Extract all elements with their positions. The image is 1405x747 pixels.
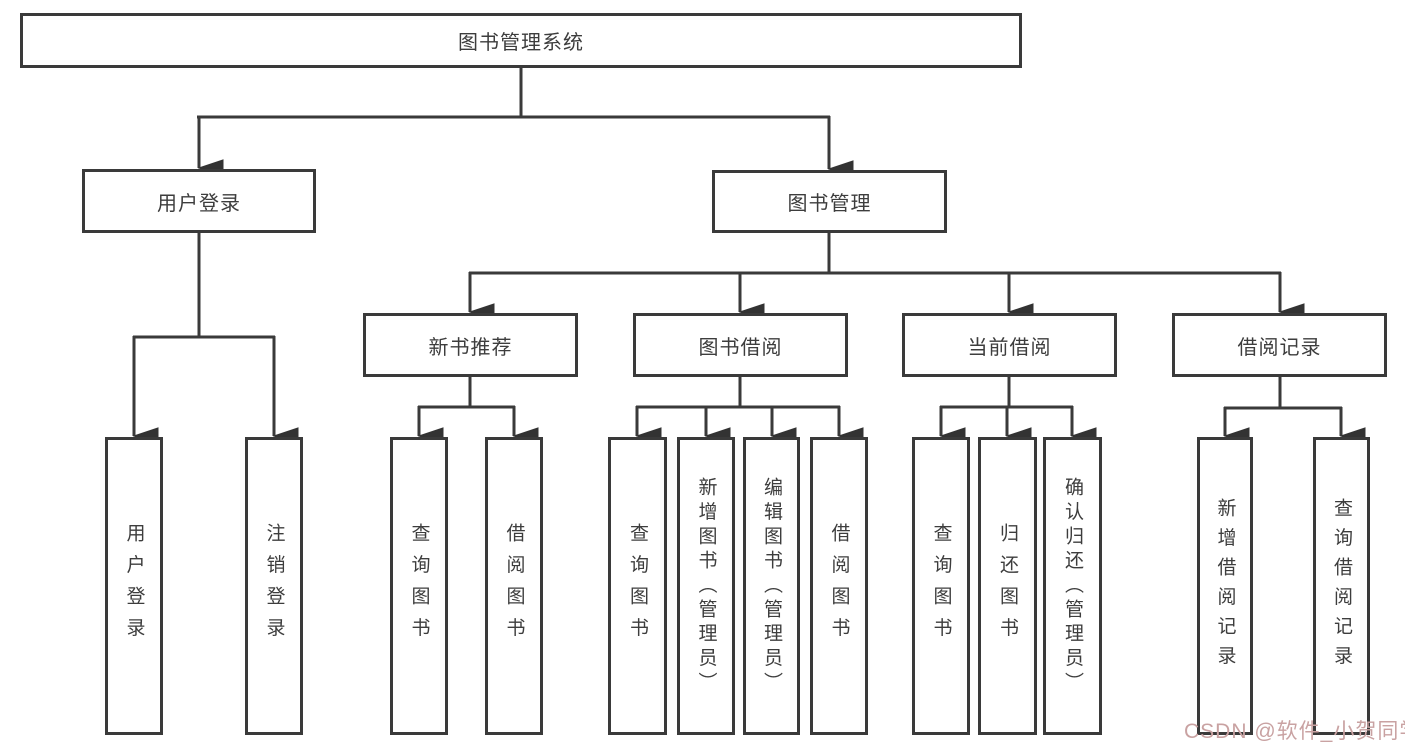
leaf-borrow-books-borrowing: 借阅图书: [810, 437, 868, 735]
leaf-add-books-admin: 新增图书（管理员）: [677, 437, 735, 735]
leaf-borrow-books-recommendation: 借阅图书: [485, 437, 543, 735]
leaf-query-borrow-record-label: 查询借阅记录: [1331, 497, 1352, 675]
leaf-user-login: 用户登录: [105, 437, 163, 735]
leaf-query-books-borrowing: 查询图书: [608, 437, 667, 735]
leaf-borrow-books-recommendation-label: 借阅图书: [503, 523, 525, 649]
node-user-login: 用户登录: [82, 169, 316, 233]
node-root-label: 图书管理系统: [458, 32, 584, 54]
node-current-borrowing-label: 当前借阅: [967, 336, 1052, 359]
node-new-book-recommendation: 新书推荐: [363, 313, 578, 377]
leaf-query-borrow-record: 查询借阅记录: [1313, 437, 1370, 735]
node-book-management: 图书管理: [712, 170, 947, 233]
leaf-return-books: 归还图书: [978, 437, 1037, 735]
leaf-logout: 注销登录: [245, 437, 303, 735]
leaf-query-books-borrowing-label: 查询图书: [627, 523, 648, 649]
leaf-confirm-return-admin: 确认归还（管理员）: [1043, 437, 1102, 735]
node-borrowing-records-label: 借阅记录: [1237, 336, 1322, 359]
node-current-borrowing: 当前借阅: [902, 313, 1117, 377]
leaf-query-books-recommendation-label: 查询图书: [408, 523, 430, 649]
node-root: 图书管理系统: [20, 13, 1022, 68]
leaf-logout-label: 注销登录: [263, 523, 285, 649]
csdn-watermark: CSDN @软件_小贺同学: [1184, 720, 1405, 743]
leaf-add-borrow-record-label: 新增借阅记录: [1214, 497, 1236, 675]
node-book-management-label: 图书管理: [787, 193, 872, 215]
node-book-borrowing: 图书借阅: [633, 313, 848, 377]
leaf-return-books-label: 归还图书: [997, 523, 1018, 649]
leaf-confirm-return-admin-label: 确认归还（管理员）: [1062, 476, 1083, 696]
leaf-user-login-label: 用户登录: [123, 523, 145, 649]
leaf-add-borrow-record: 新增借阅记录: [1197, 437, 1253, 735]
leaf-query-books-current: 查询图书: [912, 437, 970, 735]
leaf-add-books-admin-label: 新增图书（管理员）: [695, 476, 717, 696]
leaf-borrow-books-borrowing-label: 借阅图书: [828, 523, 850, 649]
leaf-edit-books-admin: 编辑图书（管理员）: [743, 437, 800, 735]
node-new-book-recommendation-label: 新书推荐: [428, 336, 513, 359]
node-borrowing-records: 借阅记录: [1172, 313, 1387, 377]
node-book-borrowing-label: 图书借阅: [698, 336, 783, 359]
leaf-query-books-current-label: 查询图书: [930, 523, 952, 649]
leaf-edit-books-admin-label: 编辑图书（管理员）: [761, 476, 782, 696]
node-user-login-label: 用户登录: [157, 192, 241, 215]
leaf-query-books-recommendation: 查询图书: [390, 437, 448, 735]
